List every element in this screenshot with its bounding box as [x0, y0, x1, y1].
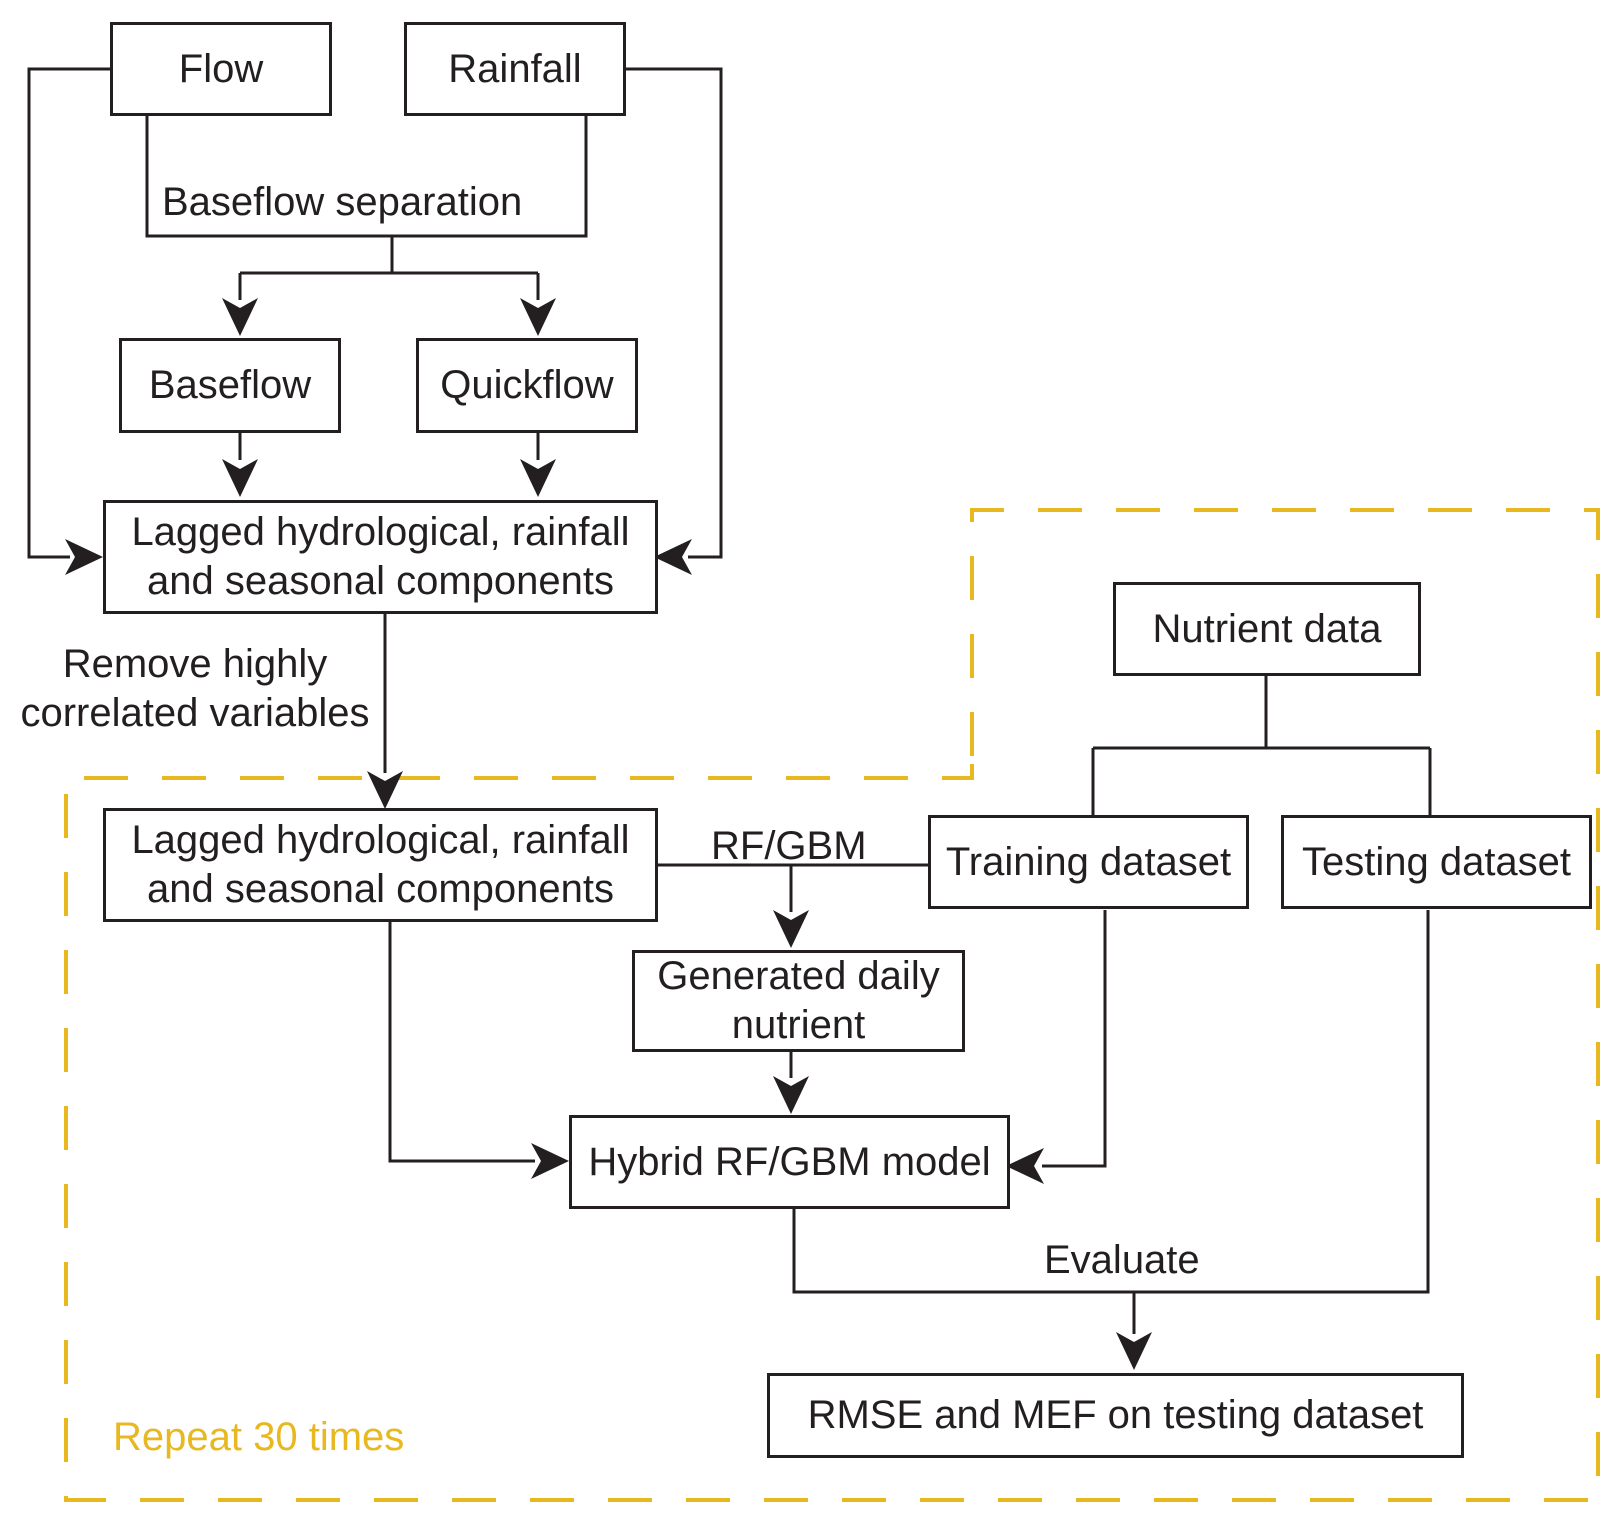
hybrid-model-label: Hybrid RF/GBM model	[588, 1139, 991, 1184]
arrowhead-hybrid-left	[531, 1143, 569, 1179]
arrowhead-hybrid-top	[773, 1076, 809, 1114]
lagged-components-line-1: Lagged hydrological, rainfall	[131, 510, 630, 554]
generated-daily-nutrient-line-2: nutrient	[731, 1003, 866, 1047]
generated-daily-nutrient-box: Generated daily nutrient	[632, 950, 965, 1052]
rainfall-box: Rainfall	[404, 22, 626, 116]
flow-label: Flow	[178, 46, 264, 91]
arrowhead-rmse	[1116, 1332, 1152, 1370]
lagged-components-box-2: Lagged hydrological, rainfall and season…	[103, 808, 658, 922]
evaluate-line	[792, 910, 1430, 1294]
training-dataset-box: Training dataset	[928, 815, 1249, 909]
testing-dataset-box: Testing dataset	[1281, 815, 1592, 909]
arrowhead-rainfall-bypass	[654, 539, 692, 575]
testing-dataset-label: Testing dataset	[1301, 839, 1572, 884]
arrowhead-to-baseflow	[222, 298, 258, 336]
rainfall-bypass-line	[624, 67, 723, 559]
arrowhead-to-quickflow	[520, 298, 556, 336]
arrowhead-quickflow-lagged	[520, 459, 556, 497]
lagged-components-box-1: Lagged hydrological, rainfall and season…	[103, 500, 658, 614]
rf-gbm-label: RF/GBM	[711, 824, 867, 868]
arrowhead-lagged-lagged	[367, 771, 403, 809]
arrowhead-hybrid-right	[1006, 1148, 1044, 1184]
flow-to-separation-line	[145, 115, 588, 238]
nutrient-data-label: Nutrient data	[1152, 606, 1382, 651]
repeat-region-outline	[64, 508, 1600, 1502]
training-to-hybrid-line	[1042, 910, 1107, 1168]
baseflow-box: Baseflow	[119, 338, 341, 433]
rmse-mef-box: RMSE and MEF on testing dataset	[767, 1373, 1464, 1458]
rmse-mef-label: RMSE and MEF on testing dataset	[807, 1393, 1424, 1437]
separation-split-line	[238, 236, 540, 300]
lagged-to-hybrid-line	[388, 921, 535, 1163]
arrowhead-generated	[773, 910, 809, 948]
remove-correlated-line-1: Remove highly	[62, 642, 328, 686]
hybrid-model-box: Hybrid RF/GBM model	[569, 1115, 1010, 1209]
baseflow-separation-label: Baseflow separation	[162, 180, 523, 224]
flow-bypass-line	[27, 67, 110, 559]
remove-correlated-line-2: correlated variables	[20, 691, 370, 735]
arrowhead-flow-bypass	[65, 539, 103, 575]
training-dataset-label: Training dataset	[945, 839, 1232, 884]
arrowhead-baseflow-lagged	[222, 459, 258, 497]
nutrient-data-box: Nutrient data	[1113, 582, 1421, 676]
flow-box: Flow	[110, 22, 332, 116]
lagged-components-2-line-1: Lagged hydrological, rainfall	[131, 818, 630, 862]
quickflow-box: Quickflow	[416, 338, 638, 433]
lagged-components-line-2: and seasonal components	[146, 559, 614, 603]
repeat-label: Repeat 30 times	[113, 1415, 405, 1459]
evaluate-label: Evaluate	[1044, 1238, 1200, 1282]
rainfall-label: Rainfall	[448, 46, 582, 91]
baseflow-label: Baseflow	[148, 363, 312, 407]
nutrient-split-line	[1091, 675, 1432, 815]
generated-daily-nutrient-line-1: Generated daily	[657, 954, 940, 998]
quickflow-label: Quickflow	[440, 363, 614, 407]
remove-correlated-label: Remove highly correlated variables	[10, 640, 380, 738]
lagged-components-2-line-2: and seasonal components	[146, 867, 614, 911]
